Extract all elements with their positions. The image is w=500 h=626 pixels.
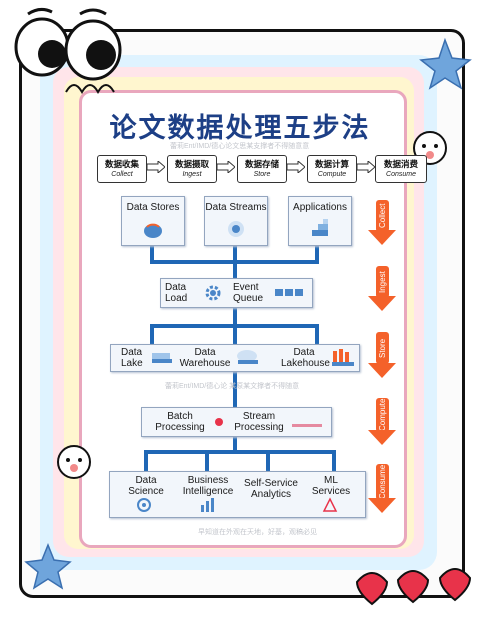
- event-queue-label: Event Queue: [233, 282, 264, 304]
- googly-eyes-icon: [14, 7, 122, 81]
- footer-note: 早知道在外观在天地，好基，观稿必见: [198, 529, 317, 536]
- stream-icon: [228, 221, 244, 237]
- step-en: Ingest: [182, 171, 202, 178]
- data-lake-label: Data Lake: [121, 347, 143, 369]
- side-label: Ingest: [376, 266, 389, 298]
- side-consume: Consume: [367, 464, 397, 516]
- cute-face-icon: [57, 445, 91, 479]
- arrow-right-icon: [217, 161, 235, 173]
- side-store: Store: [367, 332, 397, 380]
- hearts-icon: [355, 568, 472, 606]
- scribble-icon: [65, 84, 115, 95]
- step-en: Store: [253, 171, 271, 178]
- side-label: Consume: [376, 464, 389, 500]
- stream-processing-label: Stream Processing: [234, 411, 284, 433]
- arrow-down-icon: [368, 363, 396, 378]
- data-streams-label: Data Streams: [205, 202, 267, 213]
- page-title: 论文数据处理五步法: [109, 113, 371, 144]
- ml-services-label: ML Services: [311, 475, 351, 497]
- cloud-icon: [237, 350, 258, 364]
- step-compute: 数据计算 Compute: [307, 155, 357, 183]
- applications-label: Applications: [293, 202, 347, 213]
- data-lakehouse-label: Data Lakehouse: [281, 347, 330, 369]
- step-zh: 数据存储: [244, 159, 279, 169]
- arrow-down-icon: [368, 430, 396, 445]
- star-icon: [24, 542, 72, 590]
- step-zh: 数据计算: [314, 159, 349, 169]
- stream-line-icon: [292, 424, 322, 427]
- subtitle: 蕾莉Ent/IMD/德心论文思某支撑者不得随意意: [170, 143, 310, 150]
- self-service-analytics-label: Self-Service Analytics: [244, 478, 298, 500]
- step-en: Consume: [386, 171, 416, 178]
- arrow-right-icon: [357, 161, 375, 173]
- steps-bar: 数据收集 Collect 数据摄取 Ingest 数据存储 Store 数据计算…: [97, 155, 427, 183]
- data-stores-label: Data Stores: [126, 202, 180, 213]
- arrow-down-icon: [368, 296, 396, 311]
- atom-icon: [137, 498, 151, 512]
- step-consume: 数据消费 Consume: [375, 155, 427, 183]
- app-blocks-icon: [312, 219, 328, 236]
- side-collect: Collect: [367, 200, 397, 246]
- arrow-down-icon: [368, 230, 396, 245]
- gear-icon: [205, 285, 221, 301]
- side-ingest: Ingest: [367, 266, 397, 312]
- data-warehouse-label: Data Warehouse: [179, 347, 231, 369]
- batch-processing-label: Batch Processing: [155, 411, 205, 433]
- step-en: Compute: [317, 171, 347, 178]
- ingest-box: Data Load Event Queue: [160, 278, 313, 308]
- data-stores-box: Data Stores: [121, 196, 185, 246]
- queue-icon: [275, 289, 303, 296]
- business-intelligence-label: Business Intelligence: [182, 475, 234, 497]
- arrow-down-icon: [368, 498, 396, 513]
- watermark: 蕾莉Ent/IMD/德心论 某原某文撑者不得随意: [165, 383, 300, 390]
- data-streams-box: Data Streams: [204, 196, 268, 246]
- database-icon: [144, 223, 162, 238]
- arrow-right-icon: [287, 161, 305, 173]
- star-icon: [419, 37, 472, 90]
- arrow-right-icon: [147, 161, 165, 173]
- batch-icon: [215, 418, 223, 426]
- consume-box: Data Science Business Intelligence Self-…: [109, 471, 366, 518]
- lake-icon: [152, 353, 172, 363]
- chart-icon: [201, 498, 214, 512]
- side-compute: Compute: [367, 398, 397, 446]
- side-label: Collect: [376, 200, 389, 232]
- lakehouse-icon: [332, 349, 354, 366]
- step-store: 数据存储 Store: [237, 155, 287, 183]
- ml-icon: [322, 497, 338, 512]
- data-load-label: Data Load: [165, 282, 188, 304]
- step-zh: 数据消费: [383, 159, 418, 169]
- step-zh: 数据摄取: [174, 159, 209, 169]
- data-science-label: Data Science: [128, 475, 164, 497]
- applications-box: Applications: [288, 196, 352, 246]
- step-zh: 数据收集: [104, 159, 139, 169]
- side-label: Compute: [376, 398, 389, 432]
- side-label: Store: [376, 332, 389, 364]
- compute-box: Batch Processing Stream Processing: [141, 407, 332, 437]
- step-en: Collect: [111, 171, 133, 178]
- store-box: Data Lake Data Warehouse Data Lakehouse: [110, 344, 360, 372]
